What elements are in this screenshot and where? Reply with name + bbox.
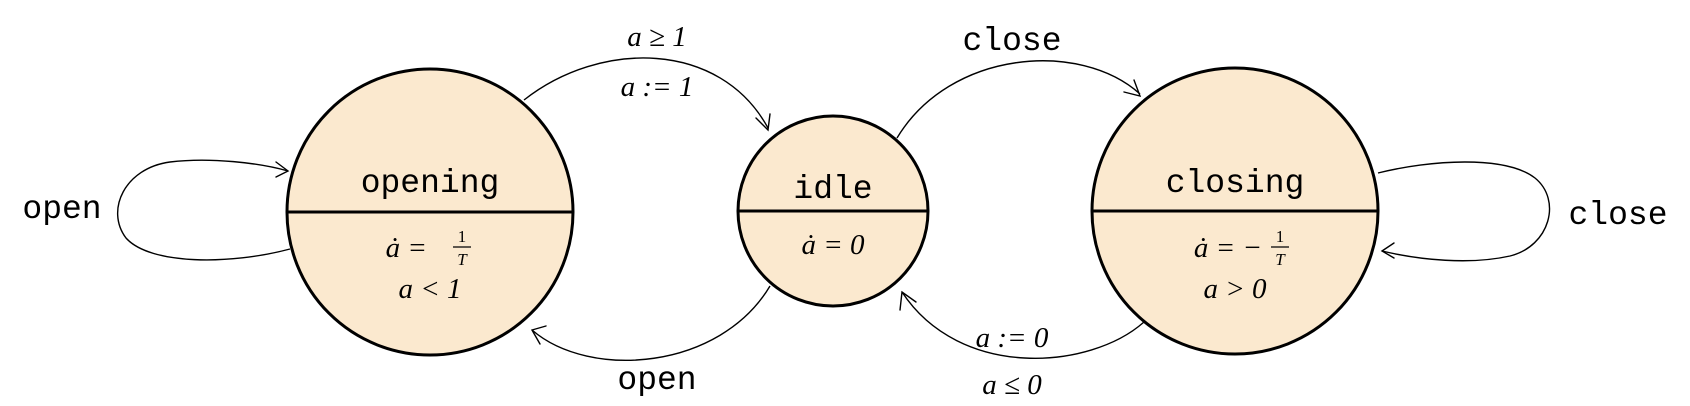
label-closing-to-idle-guard: a ≤ 0 — [982, 369, 1042, 401]
label-closing-self-event: close — [1568, 197, 1667, 234]
state-idle-name: idle — [793, 171, 872, 208]
state-opening-flow: ȧ = 1 T — [386, 227, 471, 269]
state-idle: idle ȧ = 0 — [736, 114, 930, 308]
svg-text:T: T — [1275, 250, 1286, 269]
label-opening-to-idle-reset: a := 1 — [621, 71, 694, 103]
label-closing-to-idle-reset: a := 0 — [976, 322, 1049, 354]
edge-idle-to-closing — [896, 60, 1142, 139]
edge-opening-self-loop — [116, 159, 291, 261]
state-opening-name: opening — [361, 165, 500, 202]
label-opening-self-event: open — [22, 191, 101, 228]
svg-text:ȧ =: ȧ = — [386, 232, 427, 264]
edge-idle-to-opening — [530, 285, 771, 361]
state-closing-flow: ȧ = − 1 T — [1194, 227, 1289, 269]
label-idle-to-opening-event: open — [617, 362, 696, 399]
edge-closing-to-idle — [899, 290, 1145, 359]
state-closing: closing ȧ = − 1 T a > 0 — [1090, 66, 1380, 356]
state-opening-invariant: a < 1 — [398, 273, 461, 305]
svg-text:1: 1 — [1276, 227, 1285, 246]
state-closing-name: closing — [1166, 165, 1305, 202]
label-idle-to-closing-event: close — [962, 23, 1061, 60]
state-idle-flow: ȧ = 0 — [801, 229, 865, 261]
state-closing-invariant: a > 0 — [1203, 273, 1267, 305]
edge-closing-self-loop — [1377, 161, 1551, 262]
svg-text:ȧ = −: ȧ = − — [1194, 232, 1262, 264]
label-opening-to-idle-guard: a ≥ 1 — [627, 21, 686, 53]
edge-opening-to-idle — [523, 57, 771, 132]
svg-text:1: 1 — [458, 227, 467, 246]
svg-text:T: T — [457, 250, 468, 269]
state-opening: opening ȧ = 1 T a < 1 — [285, 67, 575, 357]
